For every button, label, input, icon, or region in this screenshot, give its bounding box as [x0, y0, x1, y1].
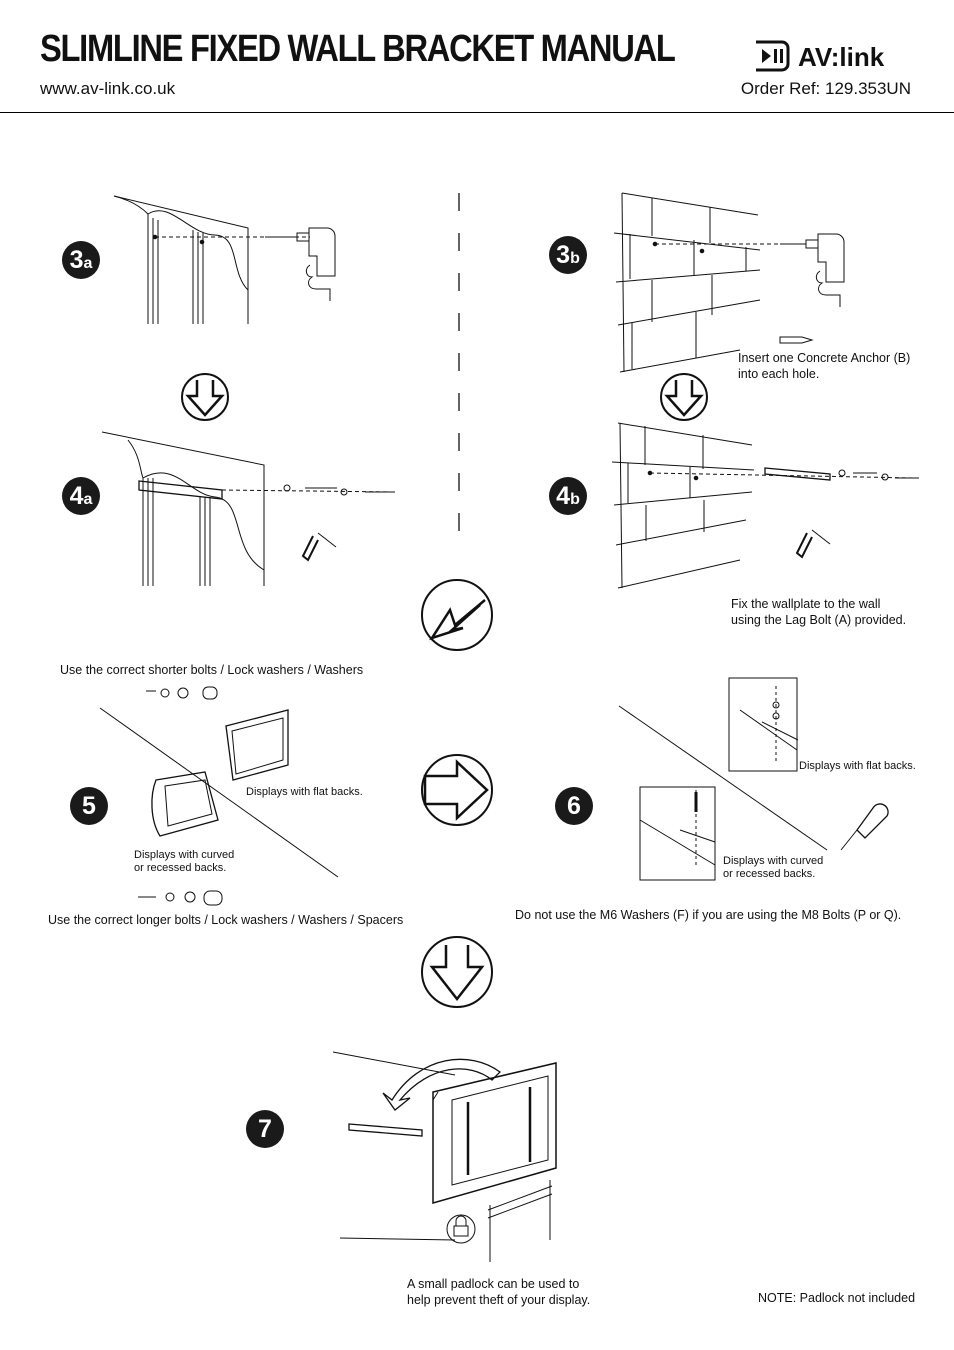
- illustration-4b: [611, 422, 919, 589]
- anchor-note: Insert one Concrete Anchor (B) into each…: [738, 351, 911, 381]
- curved-backs-label-5: Displays with curved or recessed backs.: [134, 849, 235, 874]
- header-divider: [0, 112, 954, 113]
- brand-logo: AV:link: [756, 40, 885, 72]
- hammer-icon: [301, 532, 337, 562]
- illustration-7: [332, 1051, 557, 1262]
- drill-icon: [265, 227, 336, 301]
- play-pause-logo-icon: [756, 40, 790, 72]
- screwdriver-icon: [840, 803, 889, 851]
- brand-name: AV:link: [798, 42, 885, 72]
- step-6-badge: 6: [555, 787, 593, 825]
- right-arrow-icon: [421, 754, 493, 826]
- illustration-4a: [101, 431, 396, 586]
- anchor-icon: [779, 336, 814, 344]
- illustration-3b: [613, 192, 845, 373]
- curved-backs-label-6: Displays with curved or recessed backs.: [723, 855, 824, 880]
- website-url: www.av-link.co.uk: [40, 79, 176, 98]
- padlock-icon: [446, 1214, 476, 1244]
- illustration-3a: [113, 195, 336, 324]
- illustration-5: [99, 686, 339, 906]
- step-7-badge: 7: [246, 1110, 284, 1148]
- illustration-6: [618, 677, 889, 881]
- page-title: SLIMLINE FIXED WALL BRACKET MANUAL: [40, 28, 676, 70]
- hammer-icon: [795, 529, 831, 559]
- down-arrow-icon: [660, 373, 708, 421]
- down-arrow-icon: [181, 373, 229, 421]
- shorter-bolts-note: Use the correct shorter bolts / Lock was…: [60, 663, 364, 677]
- wallplate-note: Fix the wallplate to the wall using the …: [731, 597, 907, 627]
- down-arrow-icon: [421, 936, 493, 1008]
- longer-bolts-note: Use the correct longer bolts / Lock wash…: [48, 913, 404, 927]
- diagonal-arrow-icon: [421, 579, 493, 651]
- padlock-note: A small padlock can be used to help prev…: [407, 1277, 591, 1307]
- m6-washer-warning: Do not use the M6 Washers (F) if you are…: [515, 908, 902, 922]
- order-ref: Order Ref: 129.353UN: [740, 79, 911, 98]
- flat-backs-label-6: Displays with flat backs.: [799, 760, 916, 772]
- step-5-badge: 5: [70, 787, 108, 825]
- flat-backs-label-5: Displays with flat backs.: [246, 786, 363, 798]
- padlock-not-included: NOTE: Padlock not included: [758, 1291, 916, 1305]
